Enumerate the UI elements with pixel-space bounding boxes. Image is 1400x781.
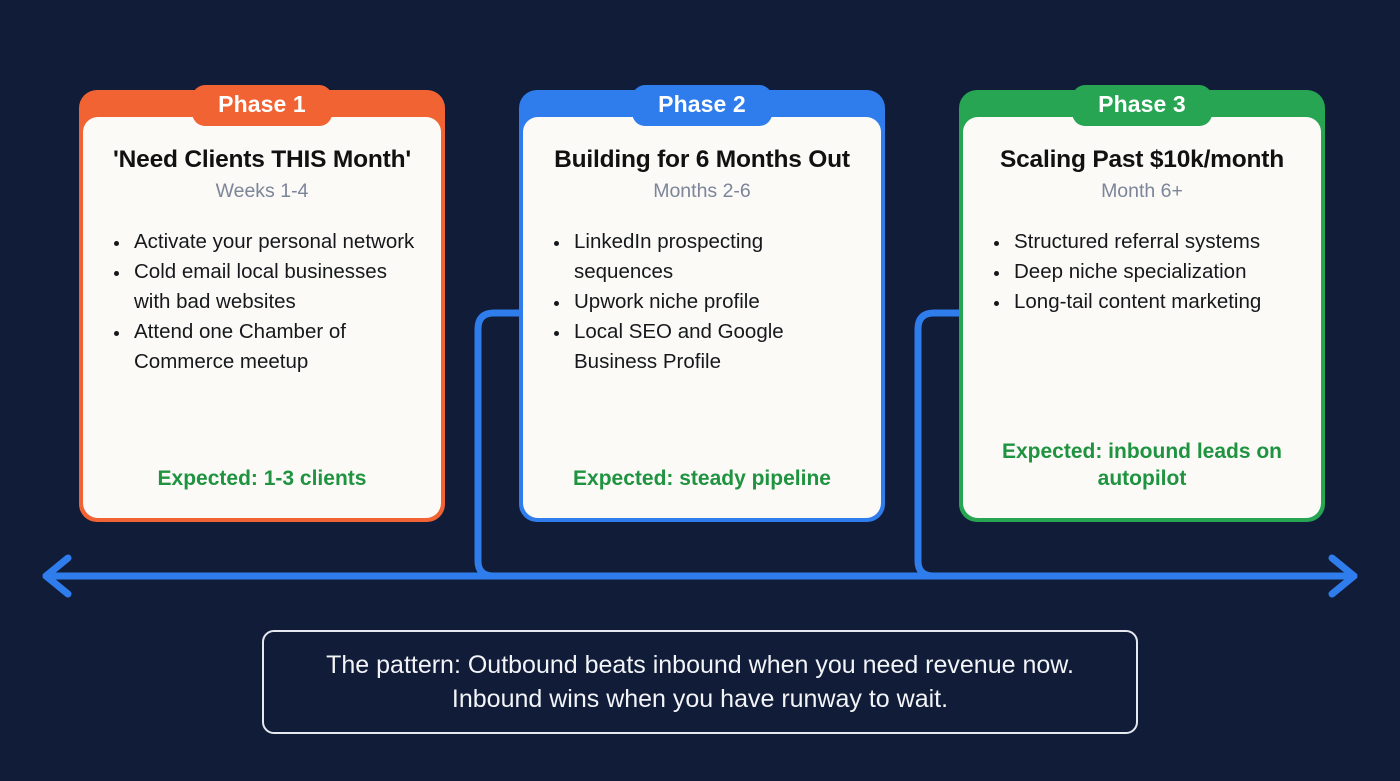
phase-expected-3: Expected: inbound leads on autopilot — [1001, 440, 1283, 490]
phase-subtitle-1: Weeks 1-4 — [215, 180, 309, 202]
phase-tab-1: Phase 1 — [192, 85, 332, 126]
phase-card-1[interactable]: Phase 1 'Need Clients THIS Month' Weeks … — [79, 85, 445, 522]
list-item: Structured referral systems — [1011, 227, 1303, 257]
pattern-line-1: The pattern: Outbound beats inbound when… — [326, 651, 1074, 679]
phase-subtitle-2: Months 2-6 — [653, 180, 751, 202]
list-item: Local SEO and Google Business Profile — [571, 317, 863, 377]
timeline-arrow-right — [1328, 554, 1358, 598]
phase-tab-2: Phase 2 — [632, 85, 772, 126]
list-item: Upwork niche profile — [571, 287, 863, 317]
list-item: Long-tail content marketing — [1011, 287, 1303, 317]
phase-card-2-body: Building for 6 Months Out Months 2-6 Lin… — [523, 117, 881, 518]
phase-title-1: 'Need Clients THIS Month' — [113, 146, 411, 173]
phase-tab-3: Phase 3 — [1072, 85, 1212, 126]
phase-expected-1: Expected: 1-3 clients — [157, 467, 367, 490]
phase-card-2[interactable]: Phase 2 Building for 6 Months Out Months… — [519, 85, 885, 522]
list-item: Cold email local businesses with bad web… — [131, 257, 423, 317]
phase-title-2: Building for 6 Months Out — [554, 146, 850, 173]
phase-bullets-3: Structured referral systems Deep niche s… — [981, 227, 1303, 317]
phase-subtitle-3: Month 6+ — [1101, 180, 1183, 202]
list-item: LinkedIn prospecting sequences — [571, 227, 863, 287]
list-item: Deep niche specialization — [1011, 257, 1303, 287]
connector-phase2 — [474, 309, 523, 580]
timeline-arrow-left — [42, 554, 72, 598]
phase-bullets-1: Activate your personal network Cold emai… — [101, 227, 423, 377]
list-item: Attend one Chamber of Commerce meetup — [131, 317, 423, 377]
phase-expected-2: Expected: steady pipeline — [573, 467, 831, 490]
phase-bullets-2: LinkedIn prospecting sequences Upwork ni… — [541, 227, 863, 377]
pattern-callout-text: The pattern: Outbound beats inbound when… — [304, 648, 1096, 716]
phase-card-3-body: Scaling Past $10k/month Month 6+ Structu… — [963, 117, 1321, 518]
pattern-callout-box: The pattern: Outbound beats inbound when… — [262, 630, 1138, 734]
connector-phase3 — [914, 309, 963, 580]
phase-card-3[interactable]: Phase 3 Scaling Past $10k/month Month 6+… — [959, 85, 1325, 522]
list-item: Activate your personal network — [131, 227, 423, 257]
phase-card-1-body: 'Need Clients THIS Month' Weeks 1-4 Acti… — [83, 117, 441, 518]
phase-title-3: Scaling Past $10k/month — [999, 146, 1285, 173]
pattern-line-2: Inbound wins when you have runway to wai… — [451, 685, 949, 713]
